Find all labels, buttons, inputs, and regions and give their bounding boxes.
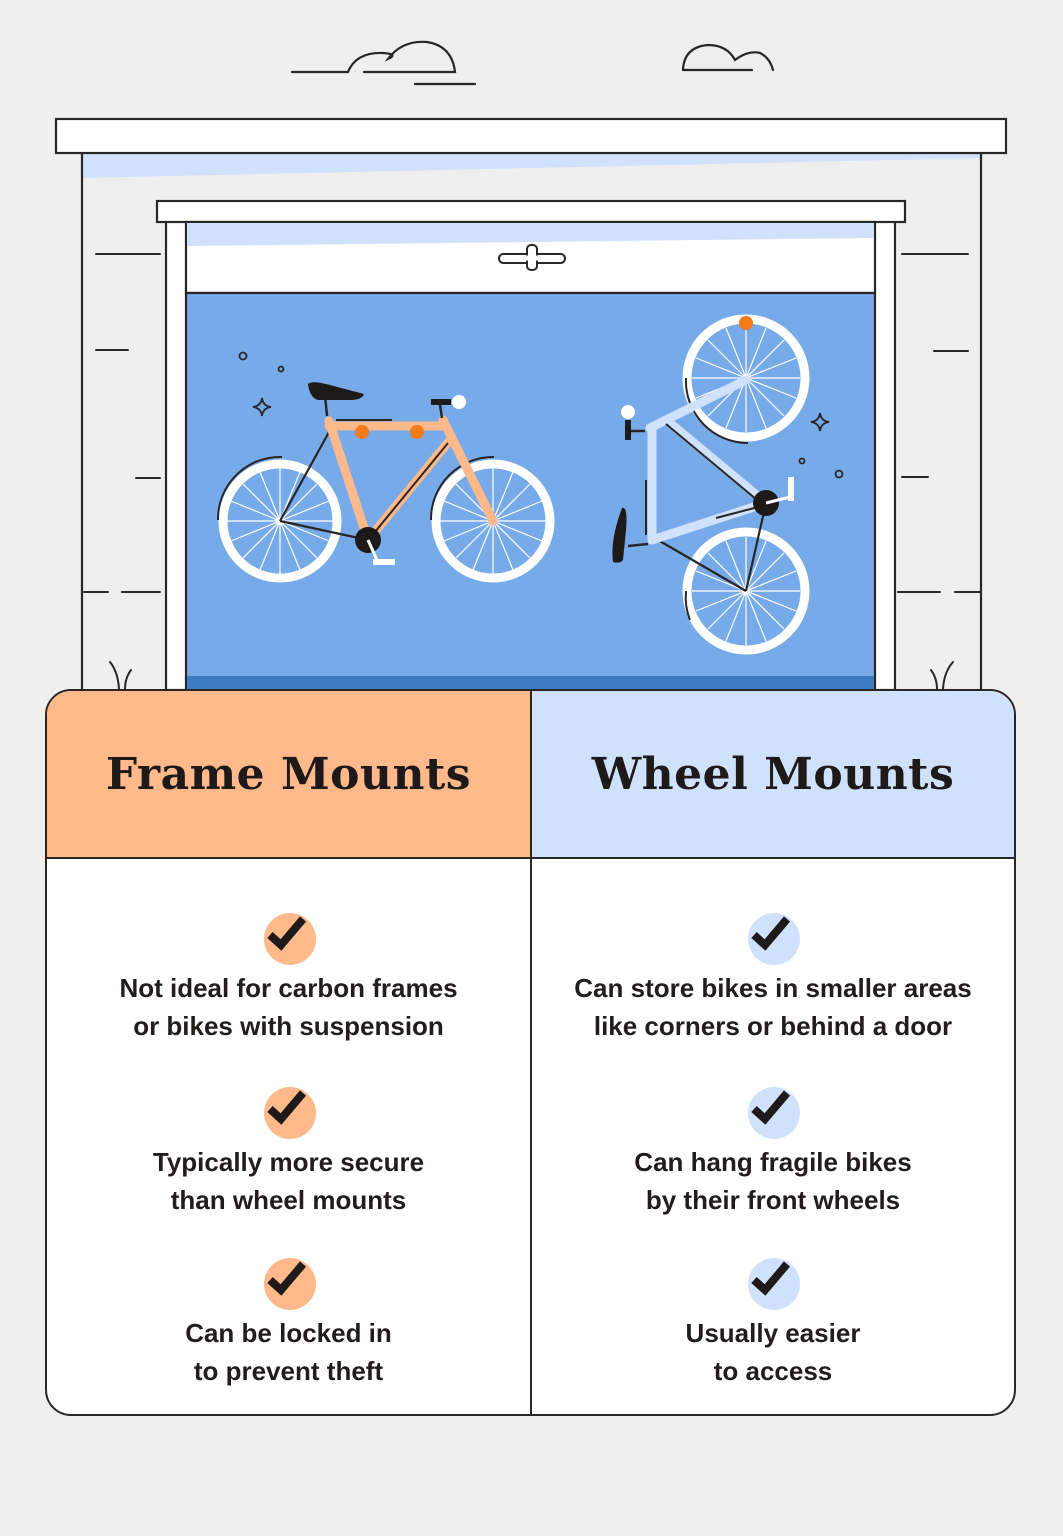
- roof-beam: [54, 117, 1008, 155]
- column-title: Frame Mounts: [105, 748, 472, 800]
- frame-mounted-bike: [216, 382, 555, 583]
- door-handle-icon: [498, 244, 566, 271]
- frame-mounts-column: Frame Mounts Not ideal for carbon frames…: [47, 691, 532, 1414]
- comparison-table: Frame Mounts Not ideal for carbon frames…: [45, 689, 1016, 1416]
- checkmark-icon: [259, 1077, 319, 1139]
- wheel-mounts-column: Wheel Mounts Can store bikes in smaller …: [532, 691, 1014, 1414]
- cloud-icon: [290, 40, 477, 86]
- garage-illustration: [54, 40, 1008, 697]
- sparkle-icon: [252, 397, 272, 417]
- checkmark-icon: [259, 903, 319, 965]
- wheel-mounted-bike: [612, 314, 810, 655]
- frame-mounts-header: Frame Mounts: [47, 691, 530, 859]
- sparkle-icon: [810, 412, 830, 432]
- checkmark-icon: [743, 1077, 803, 1139]
- door-lintel: [155, 199, 907, 224]
- grass-icon: [109, 661, 954, 690]
- checkmark-icon: [259, 1248, 319, 1310]
- checkmark-icon: [743, 1248, 803, 1310]
- column-title: Wheel Mounts: [591, 748, 955, 800]
- checkmark-icon: [743, 903, 803, 965]
- wheel-mounts-header: Wheel Mounts: [532, 691, 1014, 859]
- cloud-icon: [681, 43, 775, 72]
